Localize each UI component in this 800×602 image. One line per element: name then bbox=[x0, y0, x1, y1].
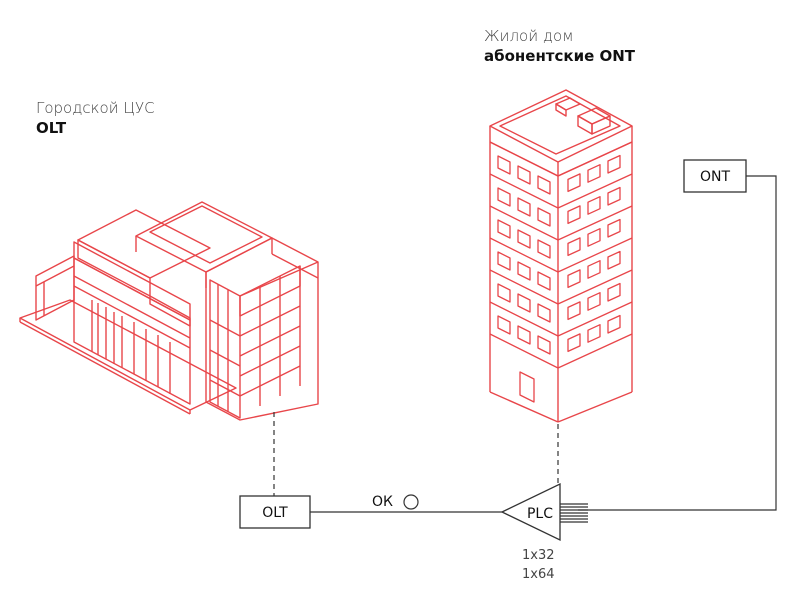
floor-line bbox=[489, 237, 559, 273]
window bbox=[607, 154, 621, 174]
cable-label: ОК bbox=[372, 494, 393, 510]
olt-node: OLT bbox=[239, 495, 311, 529]
splitter-ratio-64: 1x64 bbox=[522, 567, 555, 582]
window bbox=[497, 155, 511, 175]
window bbox=[567, 237, 581, 257]
window bbox=[537, 303, 551, 323]
window bbox=[607, 186, 621, 206]
floor-line bbox=[489, 301, 559, 337]
window bbox=[497, 219, 511, 239]
ont-drop-line bbox=[578, 175, 777, 511]
window bbox=[607, 314, 621, 334]
window bbox=[587, 292, 601, 311]
city-center-subtitle: OLT bbox=[36, 119, 67, 137]
floor-line bbox=[557, 141, 633, 177]
plc-label: PLC bbox=[527, 506, 553, 522]
olt-node-label: OLT bbox=[262, 505, 288, 521]
window bbox=[537, 175, 551, 195]
window bbox=[607, 250, 621, 270]
window bbox=[587, 196, 601, 215]
entrance-door bbox=[519, 371, 535, 403]
window bbox=[517, 165, 531, 185]
floor-line bbox=[557, 237, 633, 273]
window bbox=[537, 239, 551, 259]
window bbox=[567, 173, 581, 193]
window bbox=[567, 301, 581, 321]
window bbox=[537, 335, 551, 355]
window bbox=[607, 282, 621, 302]
office-building-icon bbox=[19, 201, 319, 421]
residential-floors bbox=[489, 141, 633, 403]
residential-title: Жилой дом bbox=[484, 27, 574, 45]
floor-line bbox=[557, 301, 633, 337]
floor-line bbox=[489, 141, 559, 177]
splitter-ratios: 1x32 1x64 bbox=[522, 546, 555, 584]
window bbox=[587, 228, 601, 247]
window bbox=[497, 283, 511, 303]
floor-line bbox=[489, 205, 559, 241]
window bbox=[567, 205, 581, 225]
city-center-title: Городской ЦУС bbox=[36, 99, 155, 117]
window bbox=[537, 271, 551, 291]
connection-lines bbox=[273, 175, 777, 523]
floor-line bbox=[557, 205, 633, 241]
ont-node-label: ONT bbox=[700, 169, 730, 185]
window bbox=[607, 218, 621, 238]
splitter-ratio-32: 1x32 bbox=[522, 548, 555, 563]
window bbox=[587, 324, 601, 343]
window bbox=[587, 164, 601, 183]
plc-splitter: PLC bbox=[500, 482, 561, 542]
cable-marker-icon bbox=[403, 494, 419, 510]
floor-line bbox=[489, 333, 559, 369]
floor-line bbox=[557, 269, 633, 305]
window bbox=[587, 260, 601, 279]
city-center-label: Городской ЦУС OLT bbox=[36, 98, 155, 138]
floor-line bbox=[489, 269, 559, 305]
residential-subtitle: абонентские ONT bbox=[484, 47, 636, 65]
window bbox=[497, 251, 511, 271]
window bbox=[567, 333, 581, 353]
window bbox=[517, 293, 531, 313]
residential-label: Жилой дом абонентские ONT bbox=[484, 26, 635, 66]
window bbox=[517, 197, 531, 217]
window bbox=[497, 315, 511, 335]
floor-line bbox=[557, 173, 633, 209]
floor-line bbox=[557, 333, 633, 369]
window bbox=[517, 325, 531, 345]
ont-node: ONT bbox=[683, 159, 747, 193]
window bbox=[567, 269, 581, 289]
window bbox=[537, 207, 551, 227]
window bbox=[517, 229, 531, 249]
floor-line bbox=[489, 173, 559, 209]
window bbox=[517, 261, 531, 281]
window bbox=[497, 187, 511, 207]
